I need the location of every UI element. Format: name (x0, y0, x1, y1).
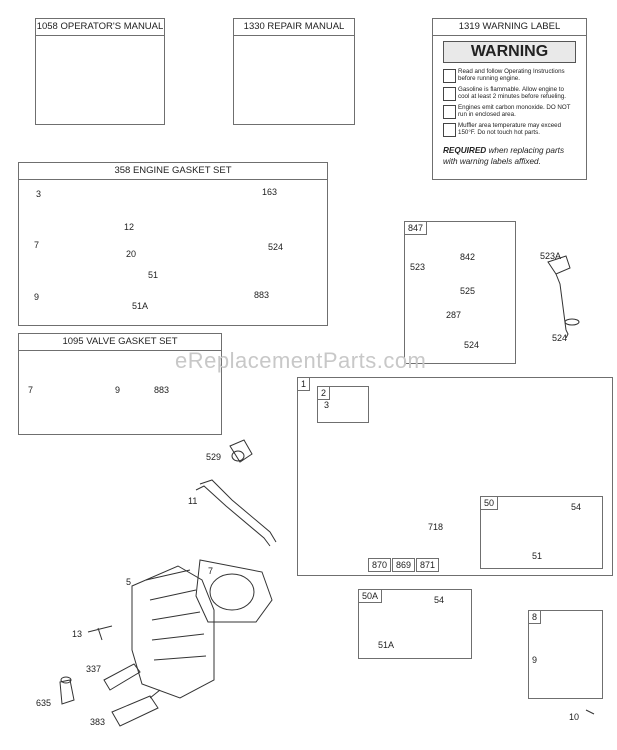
part-label[interactable]: 5 (126, 577, 132, 587)
part-label[interactable]: 718 (428, 522, 444, 532)
part-label[interactable]: 54 (434, 595, 445, 605)
warning-label-title: 1319 WARNING LABEL (433, 19, 586, 36)
tag-869[interactable]: 869 (392, 558, 416, 572)
operators-manual-box[interactable]: 1058 OPERATOR'S MANUAL (35, 18, 165, 125)
tag-871[interactable]: 871 (416, 558, 440, 572)
part-label[interactable]: 163 (262, 187, 278, 197)
repair-manual-title: 1330 REPAIR MANUAL (234, 19, 354, 36)
warning-line: Read and follow Operating Instructions b… (443, 68, 576, 83)
breather-tube-and-head (59, 439, 277, 727)
valve-gasket-set-box[interactable]: 1095 VALVE GASKET SET (18, 333, 222, 435)
hot-surface-icon (443, 123, 456, 137)
part-label[interactable]: 383 (90, 717, 106, 727)
warning-line: Gasoline is flammable. Allow engine to c… (443, 86, 576, 101)
valve-cover-8-box[interactable] (528, 610, 603, 699)
governor-50-box[interactable] (480, 496, 603, 569)
tag-50a[interactable]: 50A (358, 589, 383, 603)
part-label[interactable]: 51 (532, 551, 543, 561)
part-label[interactable]: 635 (36, 698, 52, 708)
part-label[interactable]: 883 (254, 290, 270, 300)
fire-icon (443, 87, 456, 101)
dipstick-group-box[interactable] (404, 221, 516, 364)
part-label[interactable]: 842 (460, 252, 476, 262)
part-label[interactable]: 3 (324, 400, 330, 410)
part-label[interactable]: 529 (206, 452, 222, 462)
repair-manual-box[interactable]: 1330 REPAIR MANUAL (233, 18, 355, 125)
part-label[interactable]: 7 (208, 566, 214, 576)
manual-icon (443, 69, 456, 83)
tag-2[interactable]: 2 (317, 386, 331, 400)
part-label[interactable]: 337 (86, 664, 102, 674)
part-label[interactable]: 9 (34, 292, 40, 302)
part-label[interactable]: 3 (36, 189, 42, 199)
part-label[interactable]: 51A (132, 301, 149, 311)
required-note: REQUIRED when replacing parts with warni… (443, 146, 565, 166)
part-label[interactable]: 525 (460, 286, 476, 296)
part-label[interactable]: 7 (34, 240, 40, 250)
valve-gasket-set-title: 1095 VALVE GASKET SET (19, 334, 221, 351)
part-label[interactable]: 11 (188, 496, 198, 506)
part-label[interactable]: 13 (72, 629, 83, 639)
part-label[interactable]: 524 (268, 242, 284, 252)
warning-label-box[interactable]: 1319 WARNING LABEL WARNING Read and foll… (432, 18, 587, 180)
tag-847[interactable]: 847 (404, 221, 428, 235)
part-label[interactable]: 20 (126, 249, 137, 259)
part-label[interactable]: 9 (532, 655, 538, 665)
part-label[interactable]: 287 (446, 310, 462, 320)
engine-gasket-set-title: 358 ENGINE GASKET SET (19, 163, 327, 180)
part-label[interactable]: 51A (378, 640, 395, 650)
part-label[interactable]: 523A (540, 251, 562, 261)
part-label[interactable]: 51 (148, 270, 159, 280)
part-label[interactable]: 54 (571, 502, 582, 512)
part-label[interactable]: 7 (28, 385, 34, 395)
warning-heading: WARNING (443, 41, 576, 63)
part-label[interactable]: 524 (464, 340, 480, 350)
tag-50[interactable]: 50 (480, 496, 499, 510)
tag-1[interactable]: 1 (297, 377, 311, 391)
part-label[interactable]: 12 (124, 222, 135, 232)
warning-line: Muffler area temperature may exceed 150°… (443, 122, 576, 137)
operators-manual-title: 1058 OPERATOR'S MANUAL (36, 19, 164, 36)
part-label[interactable]: 524 (552, 333, 568, 343)
part-label[interactable]: 9 (115, 385, 121, 395)
tag-8[interactable]: 8 (528, 610, 542, 624)
tag-870[interactable]: 870 (368, 558, 392, 572)
part-label[interactable]: 10 (569, 712, 580, 722)
crankshaft-seal-box[interactable] (317, 386, 369, 423)
warning-line: Engines emit carbon monoxide. DO NOT run… (443, 104, 576, 119)
exhaust-icon (443, 105, 456, 119)
part-label[interactable]: 523 (410, 262, 426, 272)
watermark: eReplacementParts.com (175, 348, 427, 373)
engine-gasket-set-box[interactable]: 358 ENGINE GASKET SET (18, 162, 328, 326)
part-label[interactable]: 883 (154, 385, 170, 395)
